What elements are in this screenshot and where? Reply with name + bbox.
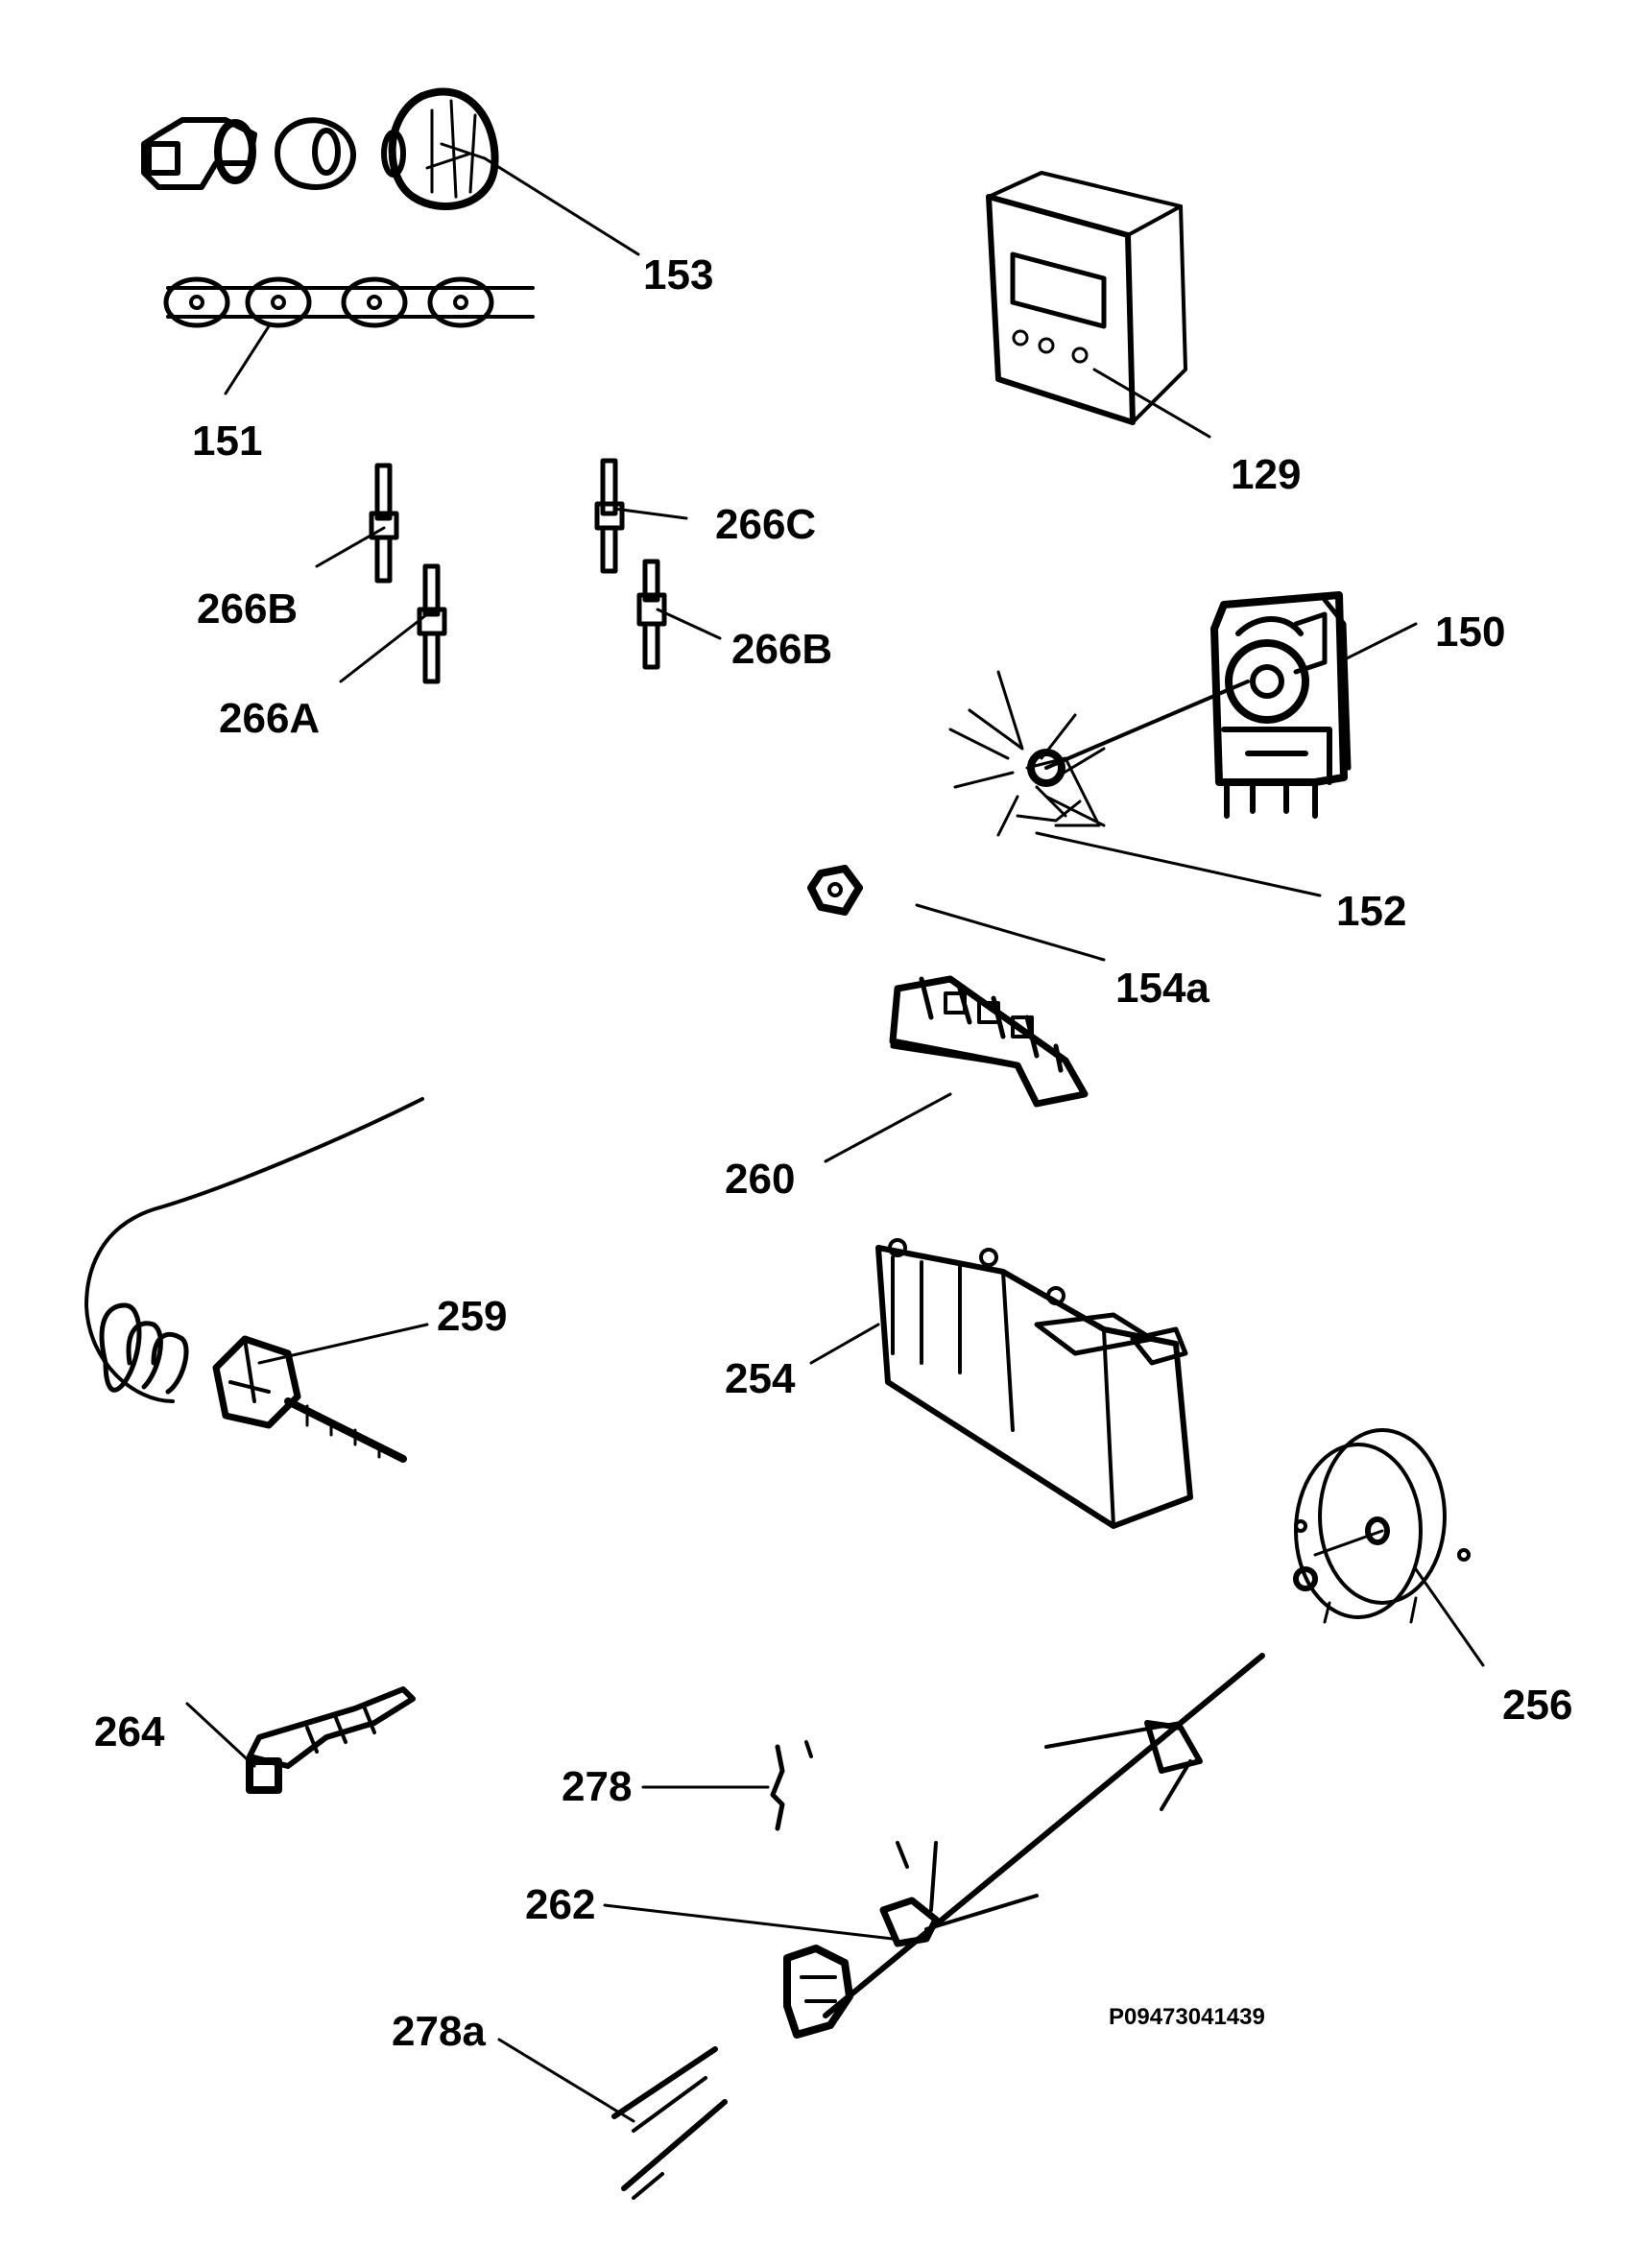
leader-line-278a xyxy=(497,2038,635,2123)
connector-266a-part xyxy=(417,563,447,684)
callout-262: 262 xyxy=(525,1881,596,1928)
callout-266b-right: 266B xyxy=(731,626,833,673)
nut-part xyxy=(807,865,863,916)
callout-153: 153 xyxy=(643,251,714,298)
leader-line-259 xyxy=(257,1323,429,1365)
leader-line-266b-right xyxy=(656,608,722,640)
leader-line-152 xyxy=(1035,831,1322,897)
fan-blade-part xyxy=(948,670,1250,837)
relay-box-part xyxy=(875,1238,1193,1529)
callout-266c: 266C xyxy=(715,501,817,548)
circular-element-part xyxy=(1293,1428,1471,1624)
callout-278a: 278a xyxy=(392,2008,486,2055)
leader-line-266a xyxy=(339,612,429,683)
callout-259: 259 xyxy=(437,1293,508,1340)
connector-266b-left-part xyxy=(369,463,399,584)
callout-152: 152 xyxy=(1336,888,1407,935)
callout-278: 278 xyxy=(562,1763,633,1810)
leader-line-150 xyxy=(1337,622,1418,664)
leader-line-254 xyxy=(809,1323,880,1365)
callout-154a: 154a xyxy=(1115,965,1209,1012)
leader-line-266b-left xyxy=(315,526,386,568)
clip-part xyxy=(770,1740,813,1831)
connector-266b-right-part xyxy=(636,559,667,670)
leader-line-264 xyxy=(185,1702,256,1768)
connector-266c-part xyxy=(594,458,625,574)
spit-rod-part xyxy=(611,2046,728,2200)
callout-266a: 266A xyxy=(219,695,321,742)
leader-line-262 xyxy=(603,1903,895,1941)
leader-line-266c xyxy=(612,507,688,520)
thermostat-part xyxy=(84,1097,424,1463)
reference-code: P09473041439 xyxy=(1109,2004,1265,2030)
callout-150: 150 xyxy=(1435,609,1506,656)
callout-129: 129 xyxy=(1231,451,1302,498)
callout-151: 151 xyxy=(192,418,263,465)
leader-line-260 xyxy=(824,1092,952,1163)
terminal-block-part xyxy=(889,975,1089,1108)
callout-266b-left: 266B xyxy=(197,585,299,633)
leader-line-154a xyxy=(915,903,1106,962)
leader-line-151 xyxy=(224,324,271,395)
callout-254: 254 xyxy=(725,1355,796,1402)
leader-line-256 xyxy=(1414,1567,1485,1667)
display-module-part xyxy=(986,171,1187,425)
lamp-holder-part xyxy=(246,1686,416,1794)
knob-assembly-part xyxy=(141,87,499,210)
leader-line-153 xyxy=(483,156,640,256)
fan-motor-part xyxy=(1210,591,1352,819)
leader-line-129 xyxy=(1092,368,1211,439)
callout-260: 260 xyxy=(725,1156,796,1203)
callout-264: 264 xyxy=(94,1708,165,1755)
rotisserie-spit-part xyxy=(783,1653,1265,2039)
callout-256: 256 xyxy=(1502,1682,1573,1729)
bead-chain-part xyxy=(163,276,535,328)
